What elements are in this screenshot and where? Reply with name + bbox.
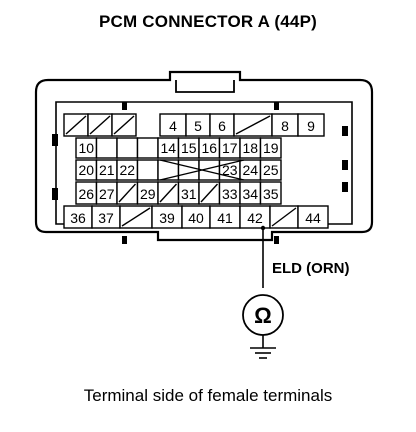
terminal-number: 40: [188, 210, 204, 226]
terminal-number: 14: [160, 140, 176, 156]
terminal-number: 37: [98, 210, 114, 226]
terminal-number: 31: [181, 186, 197, 202]
terminal-number: 21: [99, 162, 115, 178]
unused-terminal-mark: [113, 115, 135, 135]
unused-terminal-mark: [235, 115, 271, 135]
connector-side-tab-left: [52, 134, 58, 146]
unused-terminal-mark: [65, 115, 87, 135]
connector-inner-shell: [55, 101, 353, 225]
terminal-number: 4: [169, 118, 177, 134]
terminal-number: 5: [194, 118, 202, 134]
terminal-35: [259, 181, 282, 205]
terminal-number: 33: [222, 186, 238, 202]
unused-terminal-mark: [271, 207, 297, 227]
unused-terminal-mark: [200, 183, 219, 203]
terminal-number: 41: [217, 210, 233, 226]
unused-terminal-mark: [89, 115, 111, 135]
terminal-number: 6: [218, 118, 226, 134]
connector-side-tab-left: [52, 188, 58, 200]
connector-bottom-tab: [274, 236, 279, 244]
terminal-19: [259, 137, 282, 159]
connector-side-tab-right: [342, 182, 348, 192]
ohm-symbol: Ω: [254, 303, 272, 328]
terminal-empty: [136, 159, 159, 181]
terminal-number: 36: [70, 210, 86, 226]
connector-bottom-tab: [122, 236, 127, 244]
terminal-number: 23: [222, 162, 238, 178]
connector-side-tab-right: [342, 126, 348, 136]
terminal-number: 29: [140, 186, 156, 202]
terminal-number: 24: [242, 162, 258, 178]
terminal-number: 44: [305, 210, 321, 226]
terminal-number: 34: [242, 186, 258, 202]
terminal-number: 39: [159, 210, 175, 226]
terminal-number: 9: [307, 118, 315, 134]
terminal-number: 27: [99, 186, 115, 202]
terminal-number: 17: [222, 140, 238, 156]
unused-terminal-mark: [121, 207, 151, 227]
terminal-number: 18: [242, 140, 258, 156]
terminal-empty: [95, 137, 118, 159]
probe-wire-label: ELD (ORN): [272, 260, 350, 277]
connector-top-tab: [122, 102, 127, 110]
terminal-number: 22: [119, 162, 135, 178]
terminal-9: [297, 113, 325, 137]
connector-top-tab: [274, 102, 279, 110]
terminal-empty: [116, 137, 139, 159]
terminal-number: 15: [181, 140, 197, 156]
connector-housing-outline: [34, 70, 374, 242]
terminal-number: 8: [281, 118, 289, 134]
diagram-caption: Terminal side of female terminals: [83, 386, 333, 405]
terminal-number: 16: [201, 140, 217, 156]
unused-terminal-mark: [159, 183, 178, 203]
terminal-25: [259, 159, 282, 181]
connector-side-tab-right: [342, 160, 348, 170]
terminal-empty: [177, 159, 200, 181]
terminal-number: 25: [263, 162, 279, 178]
terminal-42-probe-point: [260, 225, 266, 231]
terminal-number: 19: [263, 140, 279, 156]
terminal-44: [297, 205, 329, 229]
terminal-number: 42: [247, 210, 263, 226]
terminal-number: 35: [263, 186, 279, 202]
unused-block-cross: [159, 159, 245, 181]
terminal-number: 20: [78, 162, 94, 178]
terminal-number: 26: [78, 186, 94, 202]
connector-latch: [175, 80, 235, 93]
unused-terminal-mark: [118, 183, 137, 203]
terminal-number: 10: [78, 140, 94, 156]
page-title: PCM CONNECTOR A (44P): [99, 12, 317, 31]
terminal-empty: [136, 137, 159, 159]
